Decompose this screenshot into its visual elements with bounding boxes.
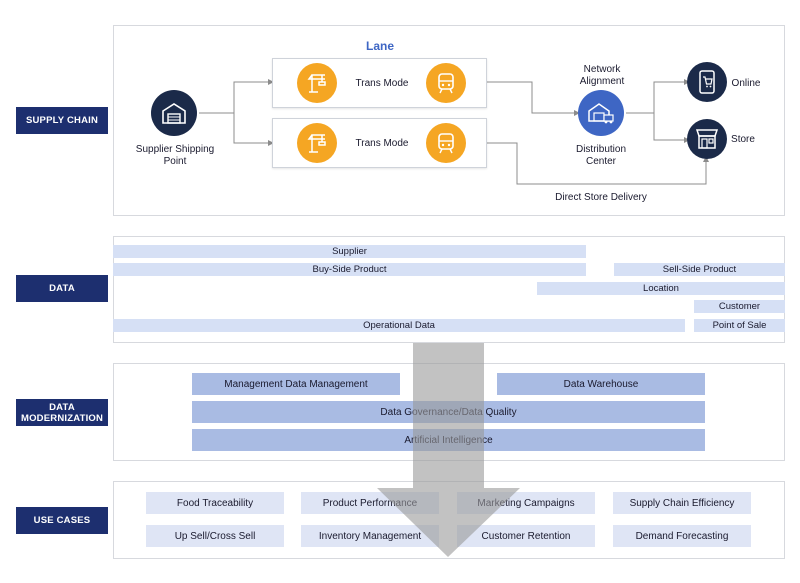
- distribution-center-label: Distribution Center: [575, 144, 627, 167]
- label-data: DATA: [16, 275, 108, 302]
- supplier-label: Supplier Shipping Point: [135, 144, 215, 167]
- use-case-supply-chain-efficiency: Supply Chain Efficiency: [613, 492, 751, 514]
- dm-bar-data-warehouse: Data Warehouse: [497, 373, 705, 395]
- use-case-food-traceability: Food Traceability: [146, 492, 284, 514]
- online-circle: [687, 62, 727, 102]
- trans-mode-label-1: Trans Mode: [355, 78, 409, 89]
- store-label: Store: [731, 134, 755, 145]
- dm-bar-artificial-intelligence: Artificial Intelligence: [192, 429, 705, 451]
- lane-title: Lane: [365, 39, 394, 53]
- dm-bar-management-data-management: Management Data Management: [192, 373, 400, 395]
- train-circle-2: [426, 123, 466, 163]
- data-bar-location: Location: [537, 282, 785, 295]
- use-case-inventory-management: Inventory Management: [301, 525, 439, 547]
- store-circle: [687, 119, 727, 159]
- online-label: Online: [731, 78, 761, 89]
- use-case-marketing-campaigns: Marketing Campaigns: [457, 492, 595, 514]
- distribution-center-icon: [588, 103, 614, 124]
- data-bar-buy-side-product: Buy-Side Product: [113, 263, 586, 276]
- mobile-cart-icon: [699, 70, 715, 94]
- distribution-center-circle: [578, 90, 624, 136]
- train-circle-1: [426, 63, 466, 103]
- use-case-up-sell-cross-sell: Up Sell/Cross Sell: [146, 525, 284, 547]
- data-bar-customer: Customer: [694, 300, 785, 313]
- data-bar-point-of-sale: Point of Sale: [694, 319, 785, 332]
- data-bar-operational-data: Operational Data: [113, 319, 685, 332]
- network-alignment-label: Network Alignment: [579, 64, 625, 87]
- trans-mode-label-2: Trans Mode: [355, 138, 409, 149]
- dm-bar-data-governance: Data Governance/Data Quality: [192, 401, 705, 423]
- use-case-product-performance: Product Performance: [301, 492, 439, 514]
- supplier-warehouse-circle: [151, 90, 197, 136]
- direct-store-delivery-label: Direct Store Delivery: [555, 192, 647, 203]
- crane-circle-2: [297, 123, 337, 163]
- crane-icon: [307, 74, 326, 93]
- use-case-demand-forecasting: Demand Forecasting: [613, 525, 751, 547]
- data-bar-supplier: Supplier: [113, 245, 586, 258]
- use-case-customer-retention: Customer Retention: [457, 525, 595, 547]
- label-data-modernization: DATA MODERNIZATION: [16, 399, 108, 426]
- label-use-cases: USE CASES: [16, 507, 108, 534]
- train-icon: [438, 133, 454, 154]
- warehouse-icon: [162, 103, 186, 124]
- train-icon: [438, 73, 454, 94]
- data-bar-sell-side-product: Sell-Side Product: [614, 263, 785, 276]
- crane-icon: [307, 134, 326, 153]
- storefront-icon: [695, 129, 719, 149]
- crane-circle-1: [297, 63, 337, 103]
- label-supply-chain: SUPPLY CHAIN: [16, 107, 108, 134]
